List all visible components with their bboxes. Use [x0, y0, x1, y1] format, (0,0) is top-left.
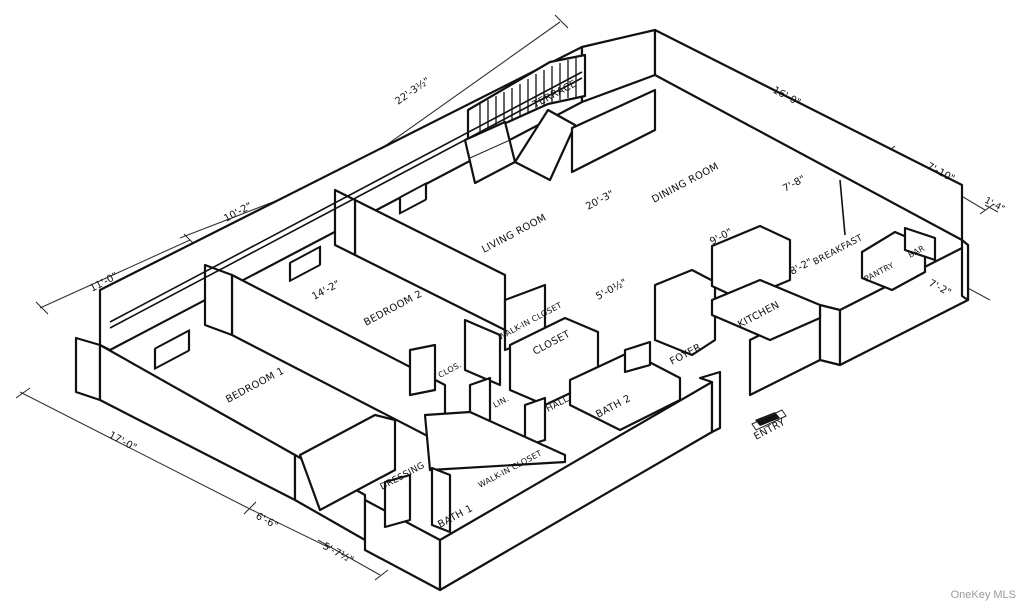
- label-living-room: LIVING ROOM: [480, 212, 548, 255]
- bedroom1-end-wall: [203, 263, 234, 337]
- closet-wall: [463, 318, 502, 387]
- label-dining-room: DINING ROOM: [650, 161, 721, 206]
- interior-walls: [203, 88, 937, 534]
- label-bedroom-1: BEDROOM 1: [224, 366, 286, 406]
- walkin-closet-bottom-wall: [423, 410, 567, 472]
- bar-block: [903, 226, 937, 262]
- dining-back-wall: [653, 28, 964, 242]
- clos-wall: [408, 343, 437, 397]
- kitchen-range-block: [710, 224, 792, 302]
- label-lin: LIN.: [492, 394, 511, 410]
- dim-breakfast: 8'-2": [788, 257, 814, 278]
- kitchen-fridge: [653, 268, 717, 357]
- dim-right-b: 1'-4": [983, 196, 1007, 215]
- entry-marker: ENTRY: [751, 409, 788, 443]
- window-units: [109, 71, 583, 370]
- dim-bottom-small: 5'-7½": [321, 540, 356, 566]
- label-breakfast: BREAKFAST: [812, 233, 865, 268]
- dim-bottom-mid: 6'-6": [254, 511, 280, 532]
- dim-bedroom-2: 14'-2": [310, 279, 342, 303]
- right-end-wall: [960, 238, 970, 302]
- label-bedroom-2: BEDROOM 2: [362, 289, 424, 329]
- dim-dining: 7'-8": [781, 174, 807, 195]
- dim-living-width: 20'-3": [584, 189, 616, 213]
- dim-left-bottom: 17'-0": [107, 430, 139, 454]
- bedroom1-bottom-wall: [98, 343, 297, 502]
- dining-partition: [570, 88, 657, 174]
- kitchen-corner-wall: [818, 303, 842, 367]
- label-clos: CLOS.: [437, 360, 463, 380]
- dim-hall: 5'-0½": [594, 276, 629, 302]
- terrace-doors: [463, 108, 577, 185]
- dressing-wall: [298, 413, 397, 512]
- kitchen-counter: [710, 278, 822, 342]
- left-end-wall: [74, 336, 102, 402]
- watermark: OneKey MLS: [950, 589, 1016, 601]
- foyer-wall: [698, 370, 722, 434]
- terrace-wall: [580, 28, 657, 104]
- dim-top-long: 22'-3½": [393, 75, 432, 108]
